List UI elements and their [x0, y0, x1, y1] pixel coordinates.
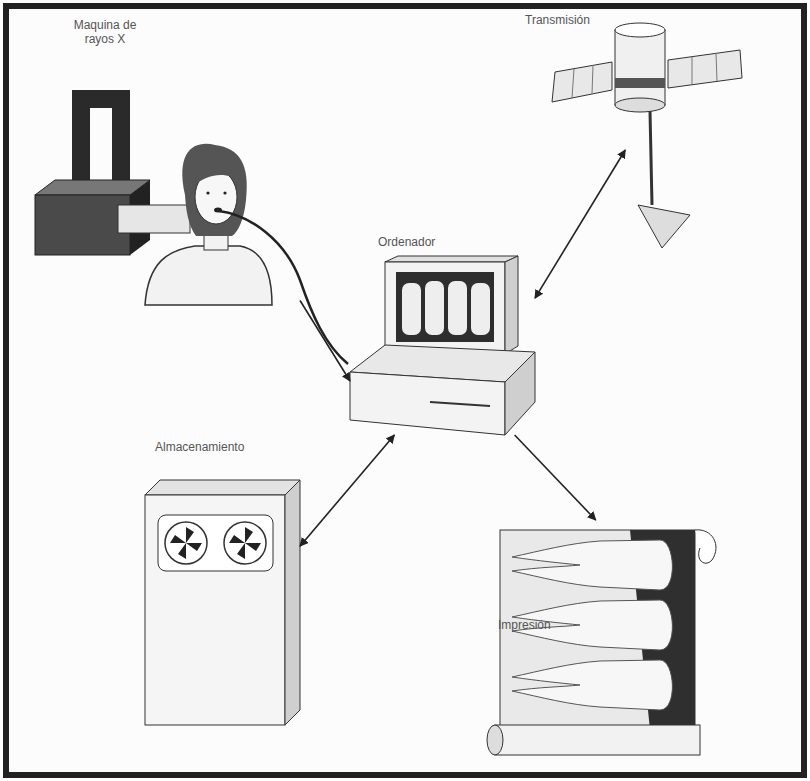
panel-grid: [592, 65, 593, 94]
frame-border: [6, 6, 804, 775]
device-node: Maquina de rayos X: [30, 80, 300, 305]
flow-arrow: [535, 150, 625, 298]
device-label: Almacenamiento: [155, 440, 275, 454]
xray-body-front: [35, 195, 130, 255]
cabinet-top: [145, 480, 300, 495]
panel-grid: [692, 57, 693, 84]
device-node: Almacenamiento: [145, 480, 300, 725]
solar-panel: [668, 50, 742, 88]
film-tooth: [512, 660, 672, 710]
patient-hair: [182, 144, 247, 236]
satellite-top: [615, 23, 665, 37]
cpu-front: [350, 372, 505, 435]
flow-arrow: [515, 435, 596, 520]
panel-grid: [572, 69, 574, 98]
patient-eye: [206, 191, 209, 194]
device-label: Maquina de rayos X: [65, 18, 145, 46]
cpu-side: [505, 352, 535, 435]
patient-fringe: [193, 164, 241, 186]
monitor-top: [385, 256, 518, 262]
patient-body: [145, 246, 272, 305]
satellite-mast: [650, 111, 652, 205]
device-label: Transmisión: [525, 13, 605, 27]
reel-panel: [158, 515, 273, 571]
satellite-bottom: [615, 98, 665, 112]
solar-panel: [552, 62, 612, 102]
xray-tube: [118, 205, 190, 233]
patient-eye: [223, 191, 226, 194]
panel-grid: [716, 53, 717, 81]
film-curl: [695, 530, 716, 563]
satellite-body: [615, 30, 665, 105]
monitor-front: [385, 262, 505, 354]
xray-arm: [72, 90, 130, 190]
tape-reel: [224, 522, 266, 564]
reel-spokes: [170, 527, 202, 559]
flow-arrow: [300, 435, 394, 546]
screen-tooth: [471, 283, 490, 335]
device-node: Impresión: [490, 520, 715, 760]
device-node: Ordenador: [350, 255, 535, 435]
device-label: Impresión: [498, 618, 578, 632]
monitor-screen: [396, 272, 494, 342]
drive-slot: [430, 402, 490, 406]
reel-spokes: [229, 527, 261, 559]
screen-tooth: [402, 283, 421, 335]
cabinet-side: [285, 480, 300, 725]
tape-reel: [165, 522, 207, 564]
film-roll-end: [487, 725, 503, 755]
film-tooth: [512, 540, 672, 590]
cabinet-front: [145, 495, 285, 725]
screen-tooth: [448, 281, 467, 335]
monitor-side: [505, 256, 518, 354]
satellite-dish: [638, 205, 690, 248]
sensor-cable: [219, 211, 348, 364]
satellite-band: [615, 78, 665, 88]
film-roll: [495, 725, 700, 755]
device-label: Ordenador: [378, 235, 458, 249]
xray-body-top: [35, 180, 150, 195]
screen-tooth: [425, 281, 444, 335]
flow-arrow: [300, 301, 350, 382]
device-node: Transmisión: [605, 25, 680, 150]
